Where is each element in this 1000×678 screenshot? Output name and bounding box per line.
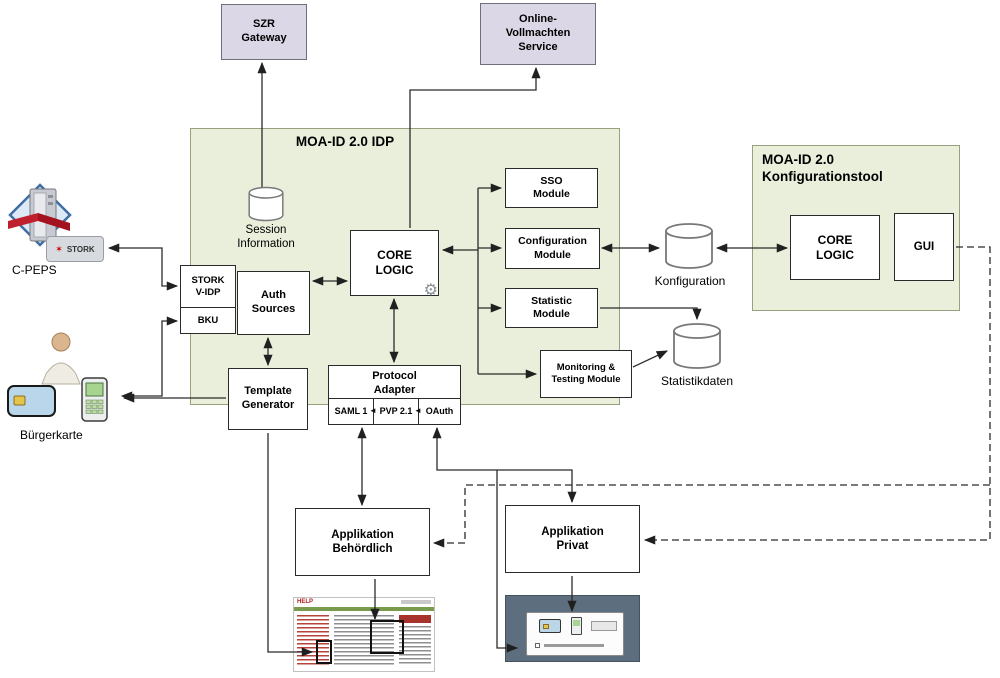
protocol-oauth-box: OAuth [418, 398, 461, 425]
bku-box: BKU [180, 307, 236, 334]
checkbox-icon [535, 643, 540, 648]
person-icon [51, 332, 71, 352]
konfiguration-label: Konfiguration [654, 274, 726, 288]
core-logic-box: CORE LOGIC ⚙ [350, 230, 439, 299]
help-right-banner [399, 615, 431, 623]
statistikdaten-db-icon [673, 323, 721, 369]
szr-gateway-label: SZR Gateway [241, 18, 287, 44]
wire-gui-app-privat-dashed [643, 246, 991, 545]
stork-vidp-label: STORK V-IDP [191, 274, 225, 298]
protocol-arrow-icon: ◄ [369, 406, 377, 415]
phone-screen [573, 620, 580, 626]
statistic-module-label: Statistic Module [531, 294, 572, 320]
bku-label: BKU [197, 314, 219, 326]
protocol-saml-label: SAML 1 [334, 405, 368, 416]
online-vollmachten-box: Online-Vollmachten Service [480, 3, 596, 65]
core-logic-label: CORE LOGIC [375, 248, 414, 277]
help-logo: HELP [297, 599, 314, 605]
bku-caption-bar [544, 644, 604, 647]
session-information-label: Session Information [237, 224, 295, 250]
stork-seal-icon: ✶ [55, 243, 63, 254]
stork-badge-label: STORK [66, 244, 95, 254]
wire-statistic-statistikdb [600, 307, 702, 321]
statistikdaten-label: Statistikdaten [660, 374, 734, 388]
ribbon-icon [8, 213, 38, 229]
help-navbar [294, 607, 434, 611]
wire-branch-mobile-bku [496, 470, 519, 653]
online-vollmachten-label: Online-Vollmachten Service [505, 13, 571, 53]
bku-button [591, 621, 617, 631]
wire-monitoring-statistikdb [632, 350, 669, 368]
configuration-module-box: Configuration Module [505, 228, 600, 269]
phone-keypad-icon [85, 399, 104, 414]
szr-gateway-box: SZR Gateway [221, 4, 307, 60]
card-chip-icon [13, 395, 26, 406]
statistic-module-box: Statistic Module [505, 288, 598, 328]
idp-title: MOA-ID 2.0 IDP [295, 134, 395, 149]
configuration-module-label: Configuration Module [518, 235, 587, 261]
cpeps-icon [8, 183, 72, 247]
protocol-arrow-icon: ◄ [414, 406, 422, 415]
help-main-text [334, 615, 394, 667]
protocol-oauth-label: OAuth [425, 405, 454, 416]
session-db-icon [248, 186, 284, 222]
protocol-pvp-label: PVP 2.1 [379, 405, 413, 416]
konfigtool-title-line2: Konfigurationstool [762, 169, 883, 184]
help-header: HELP [294, 598, 434, 607]
konfigtool-core-logic-label: CORE LOGIC [816, 232, 854, 262]
phone-icon [571, 617, 582, 635]
wire-gui-app-behoerdlich-dashed [432, 484, 990, 548]
app-behoerdlich-label: Applikation Behördlich [331, 528, 394, 555]
buergerkarte-label: Bürgerkarte [20, 428, 83, 442]
gui-box: GUI [894, 213, 954, 281]
annotation-box-link [316, 640, 332, 664]
gui-label: GUI [913, 240, 935, 253]
wire-cpeps-stork [107, 243, 179, 291]
template-generator-label: Template Generator [241, 385, 295, 411]
cpeps-label: C-PEPS [12, 263, 57, 277]
bku-dialog [526, 612, 624, 656]
protocol-saml-box: SAML 1 [328, 398, 374, 425]
monitoring-module-box: Monitoring & Testing Module [540, 350, 632, 398]
stork-badge: ✶ STORK [46, 236, 104, 262]
konfigtool-core-logic-box: CORE LOGIC [790, 215, 880, 280]
konfiguration-db-icon [665, 223, 713, 269]
help-header-bar [401, 600, 431, 604]
help-right-text [399, 626, 431, 666]
monitoring-module-label: Monitoring & Testing Module [551, 362, 621, 385]
auth-sources-label: Auth Sources [251, 289, 296, 315]
wire-oauth-app-privat [432, 426, 577, 504]
app-behoerdlich-box: Applikation Behördlich [295, 508, 430, 576]
protocol-pvp-box: PVP 2.1 [373, 398, 419, 425]
chip-icon [543, 624, 549, 629]
konfigtool-title-line1: MOA-ID 2.0 [762, 152, 835, 167]
stork-vidp-box: STORK V-IDP [180, 265, 236, 308]
id-card-icon [7, 385, 56, 417]
ribbon-tail-icon [38, 213, 70, 231]
protocol-adapter-label: Protocol Adapter [372, 370, 417, 396]
help-portal-screenshot: HELP [293, 597, 435, 672]
wire-buergerkarte-bku [120, 316, 179, 401]
annotation-box-login [370, 620, 404, 654]
wire-core-to-vollmachten [409, 66, 541, 228]
sso-module-box: SSO Module [505, 168, 598, 208]
buergerkarte-icon [7, 332, 108, 422]
gears-icon: ⚙ [423, 282, 438, 299]
sso-module-label: SSO Module [533, 174, 570, 200]
wire-template-help-screenshot [267, 433, 314, 657]
app-privat-label: Applikation Privat [541, 525, 604, 552]
auth-sources-box: Auth Sources [237, 271, 310, 335]
card-icon [539, 619, 561, 633]
app-privat-box: Applikation Privat [505, 505, 640, 573]
template-generator-box: Template Generator [228, 368, 308, 430]
